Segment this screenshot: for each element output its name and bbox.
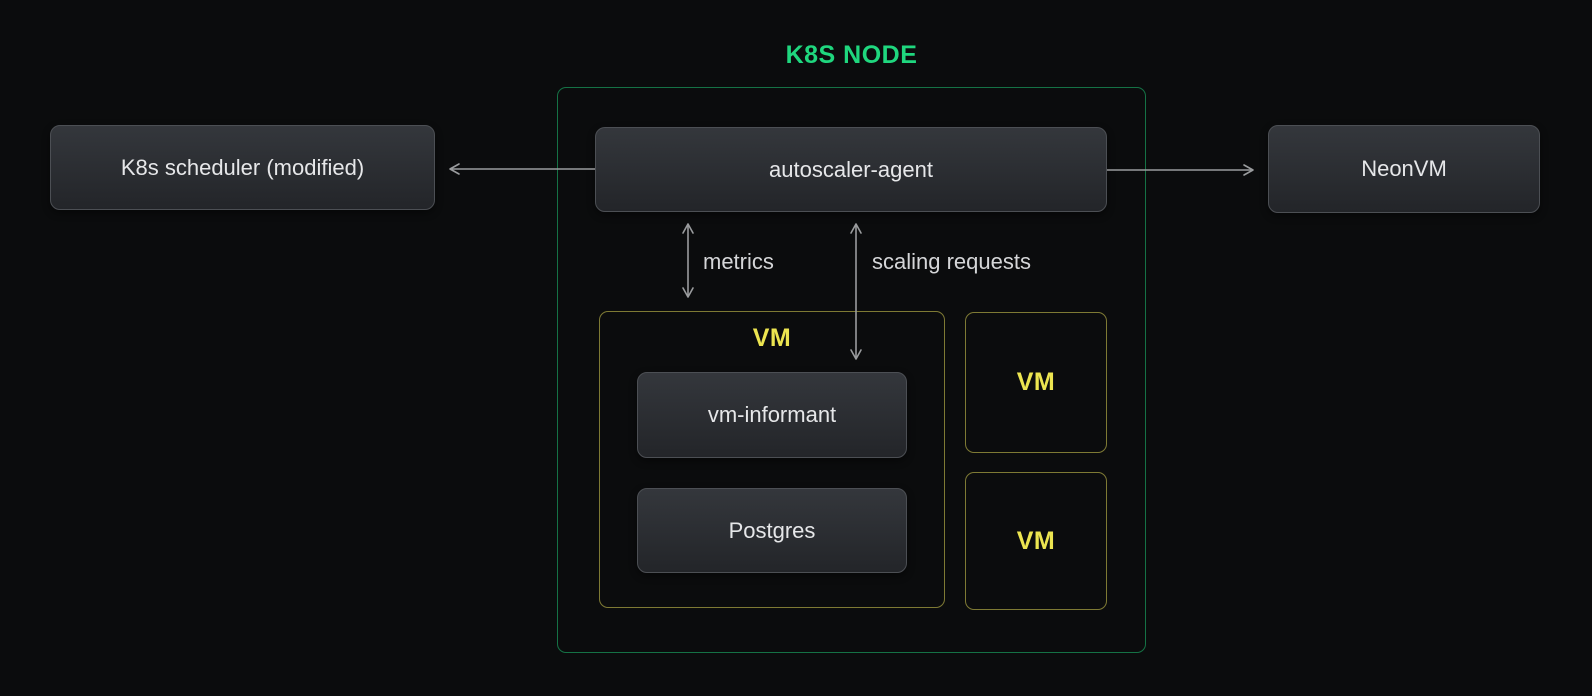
k8s-node-container [557, 87, 1146, 653]
metrics-label: metrics [703, 249, 774, 274]
postgres-box: Postgres [637, 488, 907, 573]
vm-side-box-1: VM [965, 312, 1107, 453]
vm-container-box: VM [599, 311, 945, 608]
scheduler-label: K8s scheduler (modified) [120, 154, 365, 180]
vm-container-label: VM [752, 324, 792, 352]
vm-side-box-2: VM [965, 472, 1107, 610]
vm-side-label-1: VM [1016, 368, 1056, 396]
scaling-requests-label: scaling requests [872, 249, 1031, 274]
vm-informant-label: vm-informant [707, 402, 837, 427]
autoscaler-agent-label: autoscaler-agent [769, 156, 933, 182]
postgres-label: Postgres [728, 517, 816, 543]
scheduler-box: K8s scheduler (modified) [50, 125, 435, 210]
neonvm-box: NeonVM [1268, 125, 1540, 213]
vm-informant-box: vm-informant [637, 372, 907, 458]
neonvm-label: NeonVM [1361, 156, 1447, 181]
vm-side-label-2: VM [1016, 526, 1056, 555]
autoscaler-agent-box: autoscaler-agent [595, 127, 1107, 212]
k8s-node-title: K8S NODE [785, 41, 918, 69]
